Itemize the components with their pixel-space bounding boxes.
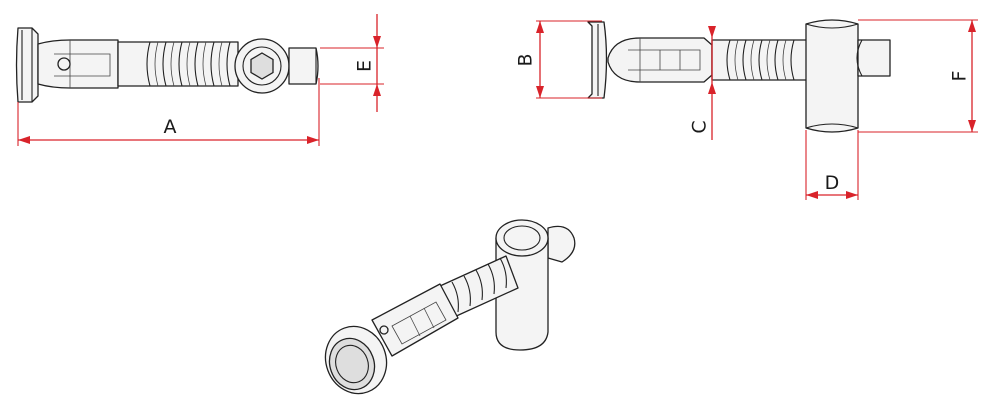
cam-cylinder <box>805 19 859 133</box>
side-view: A E <box>15 14 384 146</box>
cam-top-face <box>495 219 549 257</box>
slotted-sleeve <box>37 39 119 89</box>
dimension-label-e: E <box>354 60 376 72</box>
tip-2 <box>857 39 891 77</box>
dimension-label-a: A <box>164 116 177 138</box>
tip <box>288 47 319 85</box>
flange-head-2 <box>587 21 608 99</box>
side-view-rotated: B C D F <box>515 19 978 200</box>
flange-head <box>15 27 39 103</box>
dimension-label-d: D <box>825 172 840 194</box>
dimension-label-f: F <box>949 71 971 82</box>
pin-hole <box>57 57 71 71</box>
slotted-sleeve-iso <box>371 283 459 357</box>
dimension-label-b: B <box>515 53 537 66</box>
threaded-shank <box>117 41 239 87</box>
isometric-view <box>324 219 576 395</box>
dimension-label-c: C <box>689 120 711 133</box>
hex-socket-icon <box>250 52 274 80</box>
